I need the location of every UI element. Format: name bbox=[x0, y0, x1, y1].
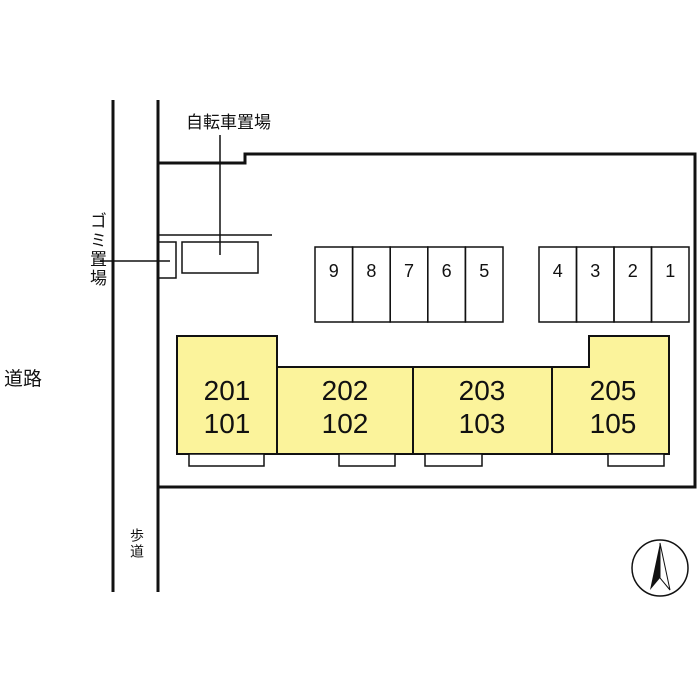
parking-space bbox=[650, 246, 690, 323]
parking-number: 7 bbox=[404, 261, 414, 281]
parking-number: 8 bbox=[366, 261, 376, 281]
unit-number-upper: 202 bbox=[322, 375, 369, 406]
garbage-area-label: ゴミ置場 bbox=[86, 212, 106, 288]
parking-space bbox=[314, 246, 354, 323]
parking-number: 2 bbox=[628, 261, 638, 281]
parking-space bbox=[613, 246, 653, 323]
compass bbox=[631, 539, 689, 597]
balcony bbox=[338, 453, 396, 467]
bicycle-parking-label: 自転車置場 bbox=[186, 113, 271, 133]
parking-space bbox=[351, 246, 391, 323]
unit-block-205 bbox=[551, 335, 670, 455]
parking-number: 1 bbox=[665, 261, 675, 281]
balcony bbox=[424, 453, 483, 467]
lot-boundary bbox=[158, 152, 697, 489]
parking-space bbox=[538, 246, 578, 323]
sidewalk-label: 歩道 bbox=[128, 528, 144, 560]
parking-space bbox=[427, 246, 467, 323]
parking-number: 3 bbox=[590, 261, 600, 281]
parking-space bbox=[389, 246, 429, 323]
balcony bbox=[607, 453, 665, 467]
parking-number: 5 bbox=[479, 261, 489, 281]
parking-number: 9 bbox=[329, 261, 339, 281]
unit-number-lower: 103 bbox=[459, 408, 506, 439]
unit-number-upper: 205 bbox=[590, 375, 637, 406]
garbage-box bbox=[157, 241, 177, 279]
parking-space bbox=[575, 246, 615, 323]
parking-number: 6 bbox=[442, 261, 452, 281]
parking-number: 4 bbox=[553, 261, 563, 281]
balcony bbox=[188, 453, 265, 467]
unit-number-lower: 105 bbox=[590, 408, 637, 439]
road-label: 道路 bbox=[4, 368, 43, 390]
unit-number-lower: 101 bbox=[204, 408, 251, 439]
unit-block-203 bbox=[412, 366, 553, 455]
unit-number-upper: 201 bbox=[204, 375, 251, 406]
north-arrow-icon bbox=[650, 543, 660, 590]
unit-number-lower: 102 bbox=[322, 408, 369, 439]
parking-space bbox=[464, 246, 504, 323]
unit-number-upper: 203 bbox=[459, 375, 506, 406]
